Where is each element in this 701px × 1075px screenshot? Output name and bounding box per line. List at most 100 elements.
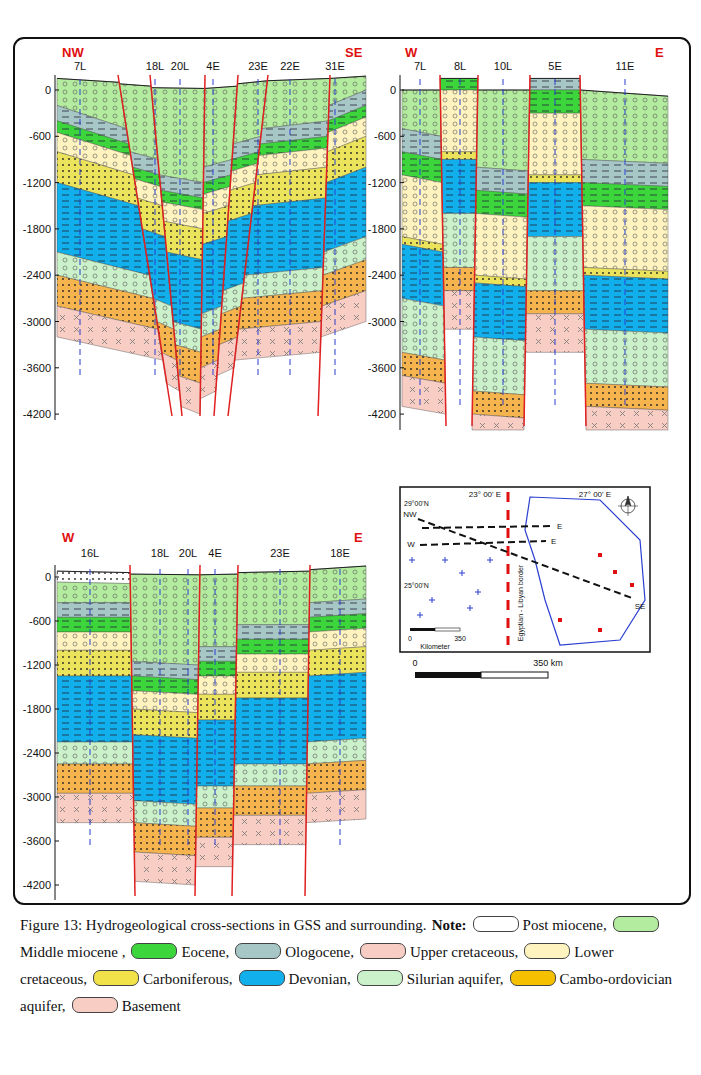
rock-layer <box>402 175 443 244</box>
depth-label: -1800 <box>23 223 51 234</box>
depth-label: -1800 <box>23 704 51 715</box>
caption-block: Figure 13: Hydrogeological cross-section… <box>20 912 680 1020</box>
rock-layer <box>402 376 446 415</box>
layer-pattern <box>195 837 233 866</box>
rock-layer <box>474 283 527 341</box>
rock-layer <box>307 760 366 793</box>
layer-pattern <box>134 823 196 856</box>
axis-tick <box>400 321 404 322</box>
layer-pattern <box>57 603 131 618</box>
layer-pattern <box>585 383 668 410</box>
legend-text: Devonian, <box>289 971 351 987</box>
legend-text: Basement <box>122 998 181 1014</box>
layer-pattern <box>57 632 131 650</box>
layer-pattern <box>307 672 366 742</box>
well-cross <box>409 557 415 563</box>
axis-tick <box>55 885 59 886</box>
depth-axis <box>55 565 56 900</box>
layer-pattern <box>306 790 366 823</box>
figure-caption: Figure 13: Hydrogeological cross-section… <box>20 917 427 933</box>
layer-pattern <box>307 738 366 764</box>
rock-layer <box>233 815 306 844</box>
legend-item: Post miocene, <box>471 917 611 933</box>
legend-swatch <box>613 916 659 932</box>
rock-layer <box>442 213 475 267</box>
axis-tick <box>400 414 404 415</box>
rock-layer <box>440 78 478 90</box>
rock-layer <box>262 78 330 128</box>
axis-tick <box>55 321 59 322</box>
fault-line <box>318 75 330 416</box>
section-direction: E <box>354 531 363 544</box>
map-label: 350 <box>454 635 466 642</box>
depth-label: -3000 <box>23 792 51 803</box>
rock-layer <box>444 291 475 330</box>
section-direction: NW <box>62 46 84 59</box>
layer-pattern <box>57 742 133 764</box>
well-label: 4E <box>208 548 221 559</box>
rock-layer <box>57 306 163 360</box>
ground-surface <box>580 90 668 96</box>
rock-layer <box>197 720 236 786</box>
ground-surface <box>130 574 200 576</box>
legend-text: Carboniferous, <box>143 971 233 987</box>
figure-frame <box>14 38 690 904</box>
ground-surface <box>330 76 366 78</box>
map-label: 25°00'N <box>404 582 429 589</box>
north-arrow <box>618 496 638 516</box>
well-label: 7L <box>414 61 426 72</box>
layer-pattern <box>440 78 478 90</box>
rock-layer <box>57 582 131 603</box>
rock-layer <box>199 574 238 647</box>
well-line <box>625 79 626 406</box>
rock-layer <box>57 793 134 822</box>
well-line <box>290 79 291 376</box>
rock-layer <box>441 152 476 160</box>
layer-pattern <box>130 574 200 665</box>
well-marker <box>558 618 562 622</box>
legend-swatch <box>239 970 285 986</box>
well-cross <box>487 557 493 563</box>
well-line <box>90 569 91 848</box>
note-label: Note: <box>432 917 467 933</box>
ground-surface <box>57 571 130 572</box>
rock-layer <box>57 676 133 742</box>
axis-tick <box>55 275 59 276</box>
legend-item: Silurian aquifer, <box>355 971 508 987</box>
depth-label: -3000 <box>23 316 51 327</box>
well-line <box>335 79 336 376</box>
layer-pattern <box>199 574 238 647</box>
layer-pattern <box>307 760 366 793</box>
ground-surface <box>119 84 151 86</box>
fault-line <box>150 75 182 416</box>
rock-layer <box>195 837 233 866</box>
depth-label: -600 <box>29 616 51 627</box>
axis-tick <box>400 275 404 276</box>
rock-layer <box>580 90 668 163</box>
legend-text: Ologocene, <box>285 944 354 960</box>
section-direction: E <box>655 46 664 59</box>
layer-pattern <box>234 786 307 815</box>
legend-swatch <box>524 943 570 959</box>
layer-pattern <box>308 647 366 676</box>
rock-layer <box>57 742 133 764</box>
rock-layer <box>199 647 237 662</box>
legend-item: Carboniferous, <box>91 971 237 987</box>
rock-layer <box>584 329 668 387</box>
rock-layer <box>472 414 524 430</box>
layer-pattern <box>583 275 668 333</box>
layer-pattern <box>582 183 668 210</box>
rock-layer <box>237 625 309 640</box>
legend-item: Upper cretaceous, <box>358 944 522 960</box>
rock-layer <box>307 738 366 764</box>
well-cross <box>467 605 473 611</box>
axis-tick <box>55 414 59 415</box>
depth-label: -4200 <box>23 880 51 891</box>
fault-line <box>232 565 238 896</box>
rock-layer <box>236 672 309 698</box>
rock-layer <box>321 291 366 337</box>
ground-surface <box>310 566 366 570</box>
well-line <box>80 79 81 376</box>
section-direction: W <box>405 46 417 59</box>
